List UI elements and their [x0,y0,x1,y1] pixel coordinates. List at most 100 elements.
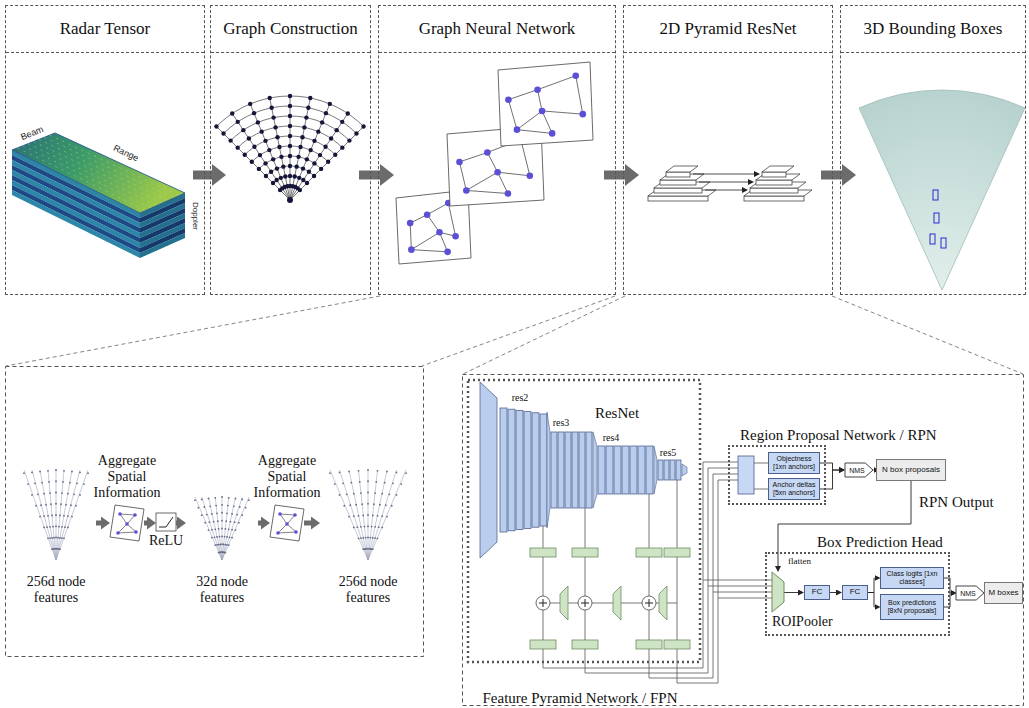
grid-node [269,106,273,110]
feature-dot [362,515,364,517]
grid-node [316,129,320,133]
box-label: NMS [960,590,980,597]
feature-dot [219,552,221,554]
pyramid-layer [750,188,798,193]
box-label: FC [850,588,861,597]
graph-edge [517,111,542,130]
feature-dot [218,544,220,546]
fpn-wire [677,480,678,548]
stage-panel: Radar Tensor [5,5,205,295]
feature-spoke [56,470,80,560]
graph-node [116,531,120,535]
feature-dot [372,548,374,550]
resnet-block [646,446,653,494]
graph-node [276,531,280,535]
grid-node [312,161,316,165]
feature-spoke [222,497,229,560]
feature-dot [339,494,341,496]
feature-dot [373,503,375,505]
feature-dot [343,505,345,507]
box-label: Anchor deltas [5xn anchors] [771,481,817,496]
feature-dot [49,526,51,528]
node-features: 256d node features [320,460,416,606]
feature-spoke [222,497,242,560]
feature-dot [214,536,216,538]
zoom-line [832,296,1023,374]
feature-dot [87,472,89,474]
feature-dot [229,536,231,538]
feature-dot [61,492,63,494]
feature-dot [83,483,85,485]
resnet-block [540,414,547,526]
feature-dot [400,483,402,485]
features-label: 32d node features [186,574,258,606]
grid-node [340,145,344,149]
feature-dot [43,515,45,517]
fc-layer: FC [842,585,868,600]
grid-node [340,120,344,124]
feature-wire [585,468,738,673]
grid-spoke [290,126,364,200]
feature-dot [211,529,213,531]
rpn-conv [738,456,754,494]
step-label: Aggregate Spatial Information [81,453,173,501]
stage-title: Graph Construction [211,6,370,53]
grid-node [277,145,281,149]
block-label: ResNet [595,405,639,422]
grid-node [319,167,323,171]
feature-dot [58,526,60,528]
feature-dot [208,521,210,523]
grid-node [288,134,292,138]
fpn-wire [585,508,586,548]
grid-node [294,164,298,168]
grid-node [329,136,333,140]
feature-dot [226,512,228,514]
graph-edge [466,190,508,193]
feature-dot [51,515,53,517]
grid-node [326,160,330,164]
feature-dot [35,505,37,507]
feature-dot [204,522,206,524]
graph-edge [120,514,135,515]
feature-dot [221,551,223,553]
feature-dot [23,472,25,474]
fpn-wire [543,557,544,596]
fpn-wire [649,557,650,596]
feature-dot [56,548,58,550]
feature-spoke [209,497,223,560]
feature-dot [367,514,369,516]
feature-dot [47,537,49,539]
graph-edge [538,76,576,90]
feature-dot [67,515,69,517]
graph-node [134,530,138,534]
graph-edge [411,232,439,249]
roi-pooler: ROIPooler [772,572,784,612]
data-flow-arrow [868,578,875,593]
feature-dot [381,527,383,529]
resnet-block [586,432,592,508]
grid-node [271,115,275,119]
feature-dot [334,483,336,485]
grid-node [273,125,277,129]
resnet-block [524,412,531,529]
grid-node [250,160,254,164]
grid-node [243,153,247,157]
feature-dot [49,492,51,494]
graph-node [294,530,298,534]
grid-node [214,124,218,128]
grid-node [324,111,328,115]
grid-node [298,145,302,149]
features-label: 256d node features [320,574,416,606]
component-label: ROIPooler [772,614,833,630]
graph-node [572,72,579,79]
feature-dot [75,505,77,507]
pyramid-layer [660,180,696,185]
feature-dot [34,482,36,484]
graph-edge [120,514,127,524]
feature-dot [71,471,73,473]
graph-node [527,172,534,179]
feature-dot [65,504,67,506]
graph-node [505,96,512,103]
tensor-box: Class logits [1xn classes] [880,567,944,589]
feature-spoke [202,497,222,560]
